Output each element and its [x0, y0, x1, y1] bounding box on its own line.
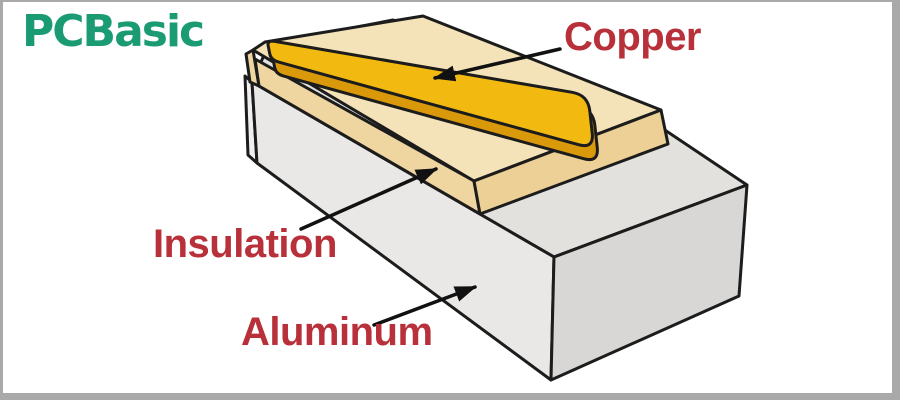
copper-label: Copper: [564, 15, 702, 59]
aluminum-label: Aluminum: [241, 310, 433, 354]
insulation-right-end-face: [472, 108, 670, 216]
aluminum-front-right-face: [549, 183, 749, 382]
aluminum-arrow: [372, 285, 477, 327]
insulation-label: Insulation: [153, 222, 337, 266]
pcbasic-logo: PCBasic: [22, 6, 205, 57]
layer-diagram-canvas: [243, 14, 749, 382]
copper-arrow: [433, 47, 562, 82]
insulation-arrow: [299, 167, 438, 231]
